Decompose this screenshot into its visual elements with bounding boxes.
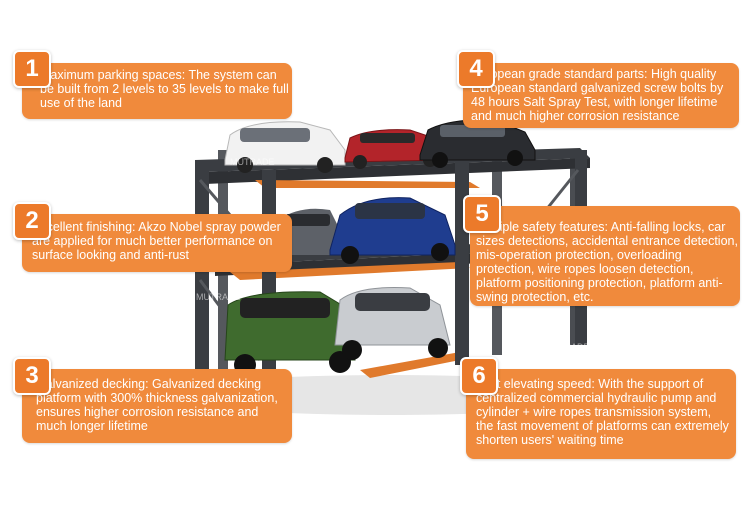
feature-number-badge: 1 [13,50,51,88]
car-top-white [224,121,346,173]
feature-text: Fast elevating speed: With the support o… [476,377,729,447]
feature-text: European grade standard parts: High qual… [471,67,724,123]
feature-text: Galvanized decking: Galvanized decking p… [36,377,278,433]
feature-number-badge: 3 [13,357,51,395]
feature-text: Excellent finishing: Akzo Nobel spray po… [32,220,281,262]
feature-card-3: Galvanized decking: Galvanized decking p… [22,369,292,443]
feature-card-5: Multiple safety features: Anti-falling l… [470,206,740,306]
feature-card-1: Maximum parking spaces: The system can b… [22,63,292,119]
feature-number-badge: 2 [13,202,51,240]
car-top-black [419,119,536,168]
feature-card-6: Fast elevating speed: With the support o… [466,369,736,459]
watermark-text: MUTRADE [545,342,590,352]
feature-text: Maximum parking spaces: The system can b… [40,68,289,110]
watermark-text: MUTRADE [230,157,275,167]
feature-text: Multiple safety features: Anti-falling l… [476,220,738,304]
feature-card-4: European grade standard parts: High qual… [463,63,739,128]
car-bottom-silver [334,287,451,360]
feature-number-badge: 6 [460,357,498,395]
feature-card-2: Excellent finishing: Akzo Nobel spray po… [22,214,292,272]
car-mid-blue [329,197,456,264]
watermark-text: MUTRADE [196,292,241,302]
feature-number-badge: 4 [457,50,495,88]
car-bottom-green [224,291,356,376]
feature-number-badge: 5 [463,195,501,233]
